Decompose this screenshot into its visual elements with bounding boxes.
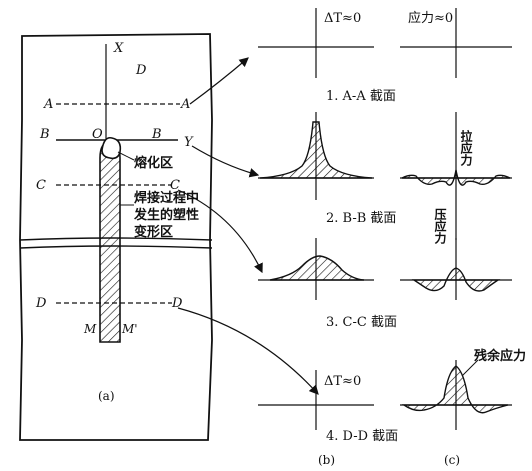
section-b-right-label: B bbox=[151, 127, 162, 142]
row3-stress-curve bbox=[411, 267, 501, 292]
column-b: ΔT≈0 ΔT≈0 1. A-A 截面 2. B-B 截面 3. C-C 截面 … bbox=[258, 8, 398, 467]
origin-label: O bbox=[92, 127, 103, 142]
arrow-b bbox=[191, 145, 260, 178]
tension-label: 拉应力 bbox=[459, 129, 473, 167]
section-b-left-label: B bbox=[39, 127, 50, 142]
row4-stress-curve bbox=[401, 365, 509, 414]
row1-stress-label: 应力≈0 bbox=[408, 10, 453, 26]
row2-temperature-curve bbox=[259, 121, 373, 179]
panel-a-label: (a) bbox=[98, 389, 115, 403]
plastic-zone-label-line3: 变形区 bbox=[134, 224, 173, 240]
section-c-right-label: C bbox=[170, 178, 180, 193]
plastic-deformation-region bbox=[99, 141, 121, 343]
row4-temperature-label: ΔT≈0 bbox=[324, 374, 361, 389]
row1-temperature-label: ΔT≈0 bbox=[324, 11, 361, 26]
caption-row1: 1. A-A 截面 bbox=[326, 89, 396, 104]
x-axis-label: X bbox=[113, 41, 124, 56]
section-d-left-label: D bbox=[35, 296, 47, 311]
row3-temperature-curve bbox=[269, 255, 365, 281]
caption-row4: 4. D-D 截面 bbox=[326, 429, 398, 444]
section-a-left-label: A bbox=[43, 97, 53, 112]
melt-zone-shape bbox=[101, 136, 122, 160]
compression-label: 压应力 bbox=[433, 208, 447, 245]
panel-b-label: (b) bbox=[318, 453, 335, 467]
m-right-label: M' bbox=[121, 322, 138, 336]
residual-stress-label: 残余应力 bbox=[474, 348, 526, 364]
m-left-label: M bbox=[83, 322, 97, 336]
y-axis-label: Y bbox=[184, 135, 194, 150]
column-c: 应力≈0 拉应力 压应力 残余应力 (c) bbox=[400, 8, 526, 467]
caption-row2: 2. B-B 截面 bbox=[326, 211, 396, 226]
arrow-c bbox=[177, 189, 263, 274]
section-c-left-label: C bbox=[36, 178, 46, 193]
plastic-zone-label-line2: 发生的塑性 bbox=[133, 207, 199, 223]
row2-stress-curve bbox=[401, 169, 511, 186]
arrow-d bbox=[177, 307, 319, 395]
section-d-right-label: D bbox=[171, 296, 183, 311]
panel-c-label: (c) bbox=[444, 453, 460, 467]
caption-row3: 3. C-C 截面 bbox=[326, 315, 397, 330]
plate-outline bbox=[19, 33, 213, 441]
region-d-label: D bbox=[135, 63, 147, 78]
plate-drawing: X D A A B O B Y C C D D 熔化区 焊接过程中 发生的塑性 … bbox=[19, 33, 213, 441]
arrow-a bbox=[189, 57, 249, 105]
melt-zone-label: 熔化区 bbox=[134, 155, 173, 171]
section-a-right-label: A bbox=[180, 97, 190, 112]
section-arrows bbox=[177, 57, 319, 395]
plastic-zone-label-line1: 焊接过程中 bbox=[134, 190, 199, 206]
